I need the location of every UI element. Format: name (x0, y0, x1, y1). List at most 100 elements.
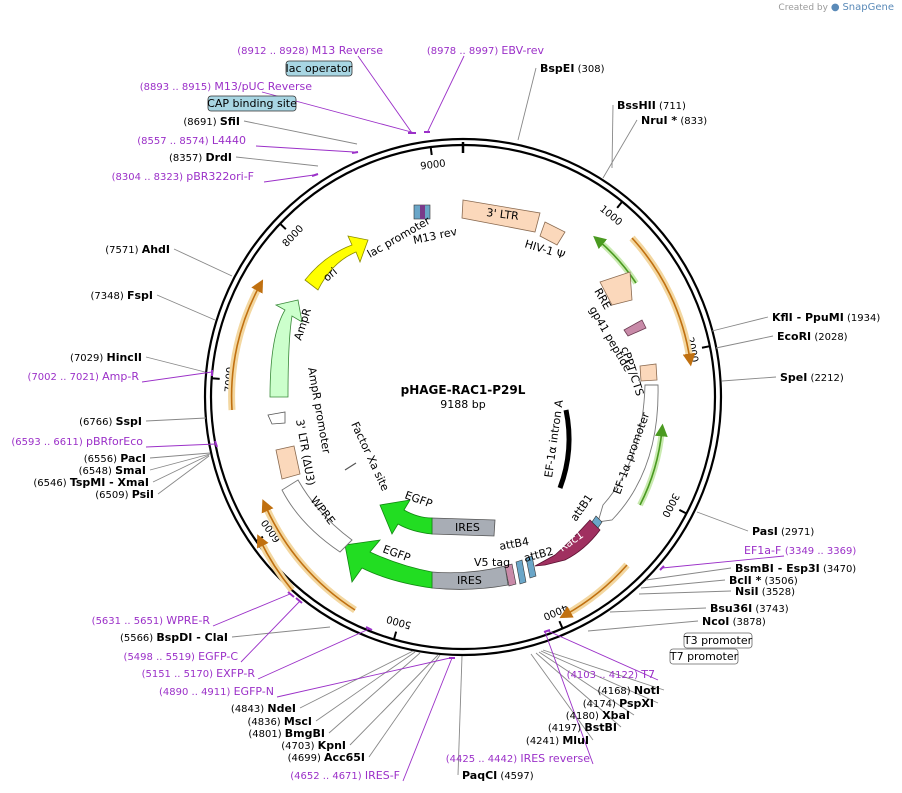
enzyme-site-label: EcoRI (2028) (777, 330, 848, 343)
enzyme-site-label: (6509) PsiI (95, 488, 154, 501)
rac1-feature (534, 519, 601, 567)
feature-intron-label: EF-1α intron A (542, 399, 566, 479)
ires-outer-feature (431, 565, 509, 590)
primer-label: (4652 .. 4671) IRES-F (290, 769, 400, 782)
enzyme-site-label: (4703) KpnI (281, 739, 346, 752)
enzyme-site-label: PaqCI (4597) (462, 769, 534, 782)
enzyme-labels: BspEI (308)BssHII (711)NruI * (833)KflI … (33, 62, 880, 782)
enzyme-leader-line (538, 651, 635, 716)
primer-leader-line (661, 555, 785, 569)
feature-egfp-inner-label: EGFP (403, 489, 435, 511)
attb4-feature (515, 559, 527, 585)
ampr-promoter-feature (267, 411, 286, 425)
tick-mark (279, 222, 287, 230)
feature-ltr-du3-label: 3' LTR (ΔU3) (293, 418, 317, 486)
primer-leader-line (145, 443, 217, 448)
enzyme-site-label: BspEI (308) (540, 62, 605, 75)
primer-labels: (8912 .. 8928) M13 Reverse(8978 .. 8997)… (11, 44, 856, 782)
hiv-psi-feature (539, 221, 566, 246)
enzyme-leader-line (602, 119, 638, 179)
primer-leader-line (141, 371, 213, 383)
feature-ires-inner-label: IRES (455, 521, 480, 534)
enzyme-site-label: (7348) FspI (91, 289, 153, 302)
enzyme-site-label: BssHII (711) (617, 99, 686, 112)
enzyme-site-label: (4174) PspXI (583, 697, 654, 710)
primer-label: (6593 .. 6611) pBRforEco (11, 435, 143, 448)
tick-label: 3000 (659, 491, 681, 519)
tick-mark (616, 201, 623, 209)
ori-feature (304, 235, 369, 291)
enzyme-leader-line (368, 654, 441, 758)
intron-feature (557, 409, 572, 489)
cppt-feature (639, 363, 658, 382)
ltr-3-feature (461, 199, 541, 233)
tick-mark (678, 508, 687, 515)
enzyme-site-label: (4241) MluI (526, 734, 589, 747)
enzyme-site-label: (4168) NotI (597, 684, 660, 697)
tick-mark (429, 146, 433, 156)
green-feature-arrows (593, 235, 668, 507)
enzyme-leader-line (243, 120, 358, 145)
enzyme-site-label: Bsu36I (3743) (710, 602, 789, 615)
gp41-feature (623, 319, 647, 337)
primer-label: EF1a-F (3349 .. 3369) (744, 544, 856, 557)
credit-prefix: Created by (778, 3, 828, 13)
egfp-inner-feature (379, 499, 433, 535)
ampr-feature (269, 299, 303, 398)
tick-label: 5000 (385, 613, 412, 631)
enzyme-leader-line (721, 376, 777, 382)
enzyme-site-label: (6556) PacI (84, 452, 146, 465)
enzyme-leader-line (231, 626, 331, 638)
enzyme-site-label: (7029) HincII (70, 351, 142, 364)
enzyme-leader-line (145, 356, 206, 373)
primer-label: (5151 .. 5170) EXFP-R (142, 667, 256, 680)
enzyme-site-label: (8357) DrdI (169, 151, 232, 164)
primer-leader-line (255, 145, 355, 153)
enzyme-leader-line (640, 579, 726, 589)
orf-arrows (228, 235, 696, 619)
primer-leader-line (212, 593, 291, 627)
plasmid-name: pHAGE-RAC1-P29L (401, 383, 526, 397)
attb2-feature (525, 555, 537, 579)
box-cap-binding: CAP binding site (207, 97, 297, 110)
primer-leader-line (240, 600, 301, 663)
enzyme-leader-line (645, 567, 732, 581)
primer-label: (4890 .. 4911) EGFP-N (159, 685, 274, 698)
enzyme-site-label: (4197) BstBI (548, 721, 617, 734)
enzyme-leader-line (328, 652, 421, 734)
box-t7-promoter: T7 promoter (669, 650, 739, 663)
box-lac-operator: lac operator (286, 62, 353, 75)
enzyme-leader-line (696, 511, 749, 532)
ef1a-promoter-feature (597, 384, 659, 523)
feature-attb4-label: attB4 (498, 535, 530, 553)
primer-label: (8912 .. 8928) M13 Reverse (237, 44, 383, 57)
enzyme-leader-line (149, 453, 211, 471)
primer-leader-line (544, 631, 594, 765)
snapgene-logo-icon: ● (830, 2, 840, 13)
primer-label: (4103 .. 4122) T7 (567, 668, 655, 681)
leader-lines (141, 55, 785, 782)
enzyme-site-label: (4801) BmgBI (248, 727, 325, 740)
enzyme-site-label: NcoI (3878) (702, 615, 766, 628)
primer-label: (8893 .. 8915) M13/pUC Reverse (140, 80, 312, 93)
enzyme-leader-line (711, 316, 769, 332)
primer-label: (8557 .. 8574) L4440 (137, 134, 246, 147)
enzyme-site-label: BsmBI - Esp3I (3470) (735, 562, 856, 575)
primer-leader-line (547, 630, 659, 681)
egfp-outer-feature (344, 539, 433, 589)
tick-mark (558, 620, 564, 629)
m13-rev-feature (420, 205, 425, 219)
ltr-du3-feature (275, 445, 301, 480)
feature-shapes (267, 199, 659, 590)
primer-leader-line (263, 174, 315, 183)
enzyme-leader-line (145, 417, 207, 422)
enzyme-leader-line (587, 620, 699, 632)
primer-leader-line (276, 657, 451, 698)
enzyme-leader-line (235, 156, 319, 167)
tick-label: 1000 (597, 204, 624, 229)
tick-label: 9000 (420, 158, 447, 172)
enzyme-site-label: (4180) XbaI (566, 709, 630, 722)
primer-leader-line (357, 55, 413, 134)
enzyme-leader-line (542, 649, 665, 691)
